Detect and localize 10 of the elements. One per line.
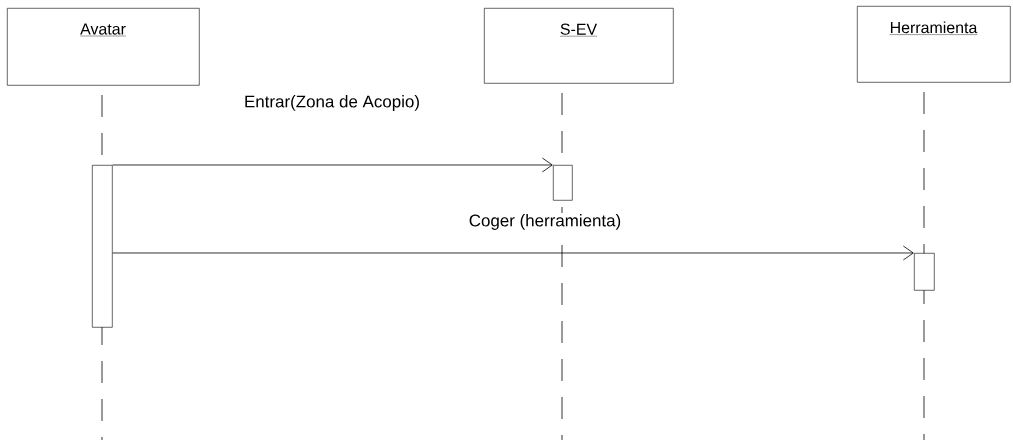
activation-bar [92,165,113,328]
message-arrow [112,245,914,261]
activation-bar [914,253,935,291]
message-arrow [112,157,553,173]
object-box: Avatar [7,8,200,86]
message-label: Entrar(Zona de Acopio) [243,94,422,112]
object-box: Herramienta [857,6,1011,83]
activation-bar [553,165,573,201]
object-box: S-EV [484,8,674,84]
message-label: Coger (herramienta) [467,213,623,231]
